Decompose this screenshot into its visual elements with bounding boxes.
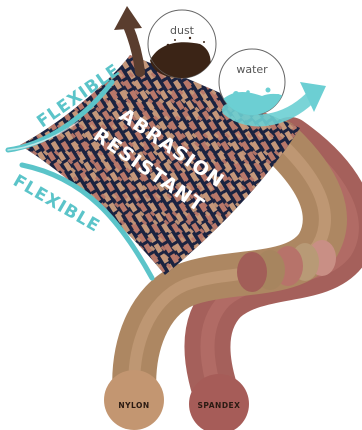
dust-bubble: dust xyxy=(148,10,216,78)
spandex-label: SPANDEX xyxy=(198,401,241,410)
dust-label: dust xyxy=(170,24,195,37)
nylon-label: NYLON xyxy=(118,401,149,410)
warp-strand xyxy=(0,40,60,300)
nylon-fiber-end xyxy=(104,370,164,430)
water-label: water xyxy=(236,63,268,76)
